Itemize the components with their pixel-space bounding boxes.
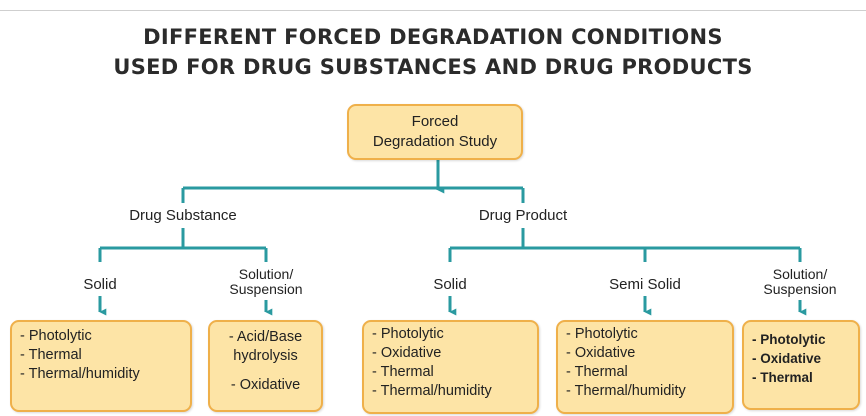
drug-substance-label: Drug Substance — [129, 207, 237, 224]
condition-item: - Acid/Base — [228, 329, 303, 345]
condition-item: - Thermal — [566, 364, 628, 380]
diagram-title: DIFFERENT FORCED DEGRADATION CONDITIONS … — [0, 22, 866, 82]
title-line-1: DIFFERENT FORCED DEGRADATION CONDITIONS — [143, 25, 723, 49]
condition-item: - Thermal/humidity — [372, 383, 492, 399]
root-line-1: Forced — [411, 113, 459, 130]
top-divider — [0, 10, 866, 11]
condition-item: - Thermal — [372, 364, 434, 380]
product-solution-conditions: - Photolytic - Oxidative - Thermal — [742, 320, 860, 410]
substance-solid-conditions: - Photolytic - Thermal - Thermal/humidit… — [10, 320, 192, 412]
root-line-2: Degradation Study — [372, 133, 498, 150]
product-solid-label: Solid — [433, 276, 467, 293]
condition-item: - Photolytic — [20, 328, 92, 344]
substance-solid-label: Solid — [83, 276, 117, 293]
condition-item: - Oxidative — [372, 345, 442, 361]
condition-item: hydrolysis — [233, 348, 298, 364]
condition-item: - Thermal — [752, 370, 813, 385]
title-line-2: USED FOR DRUG SUBSTANCES AND DRUG PRODUC… — [113, 55, 753, 79]
condition-item: - Oxidative — [230, 377, 301, 393]
condition-item: - Photolytic — [752, 332, 826, 347]
product-solid-conditions: - Photolytic - Oxidative - Thermal - The… — [362, 320, 539, 414]
condition-item: - Thermal — [20, 347, 82, 363]
condition-item: - Thermal/humidity — [20, 366, 140, 382]
substance-solution-label: Solution/ Suspension — [229, 266, 303, 297]
product-semi-solid-label: Semi Solid — [609, 276, 681, 293]
product-semi-solid-conditions: - Photolytic - Oxidative - Thermal - The… — [556, 320, 734, 414]
drug-product-label: Drug Product — [478, 207, 568, 224]
condition-item: - Photolytic — [566, 326, 638, 342]
condition-item: - Thermal/humidity — [566, 383, 686, 399]
condition-item: - Oxidative — [752, 351, 822, 366]
substance-solution-conditions: - Acid/Base hydrolysis - Oxidative — [208, 320, 323, 412]
condition-item: - Oxidative — [566, 345, 636, 361]
product-solution-label: Solution/ Suspension — [763, 266, 837, 297]
condition-item: - Photolytic — [372, 326, 444, 342]
root-node: Forced Degradation Study — [347, 104, 523, 160]
